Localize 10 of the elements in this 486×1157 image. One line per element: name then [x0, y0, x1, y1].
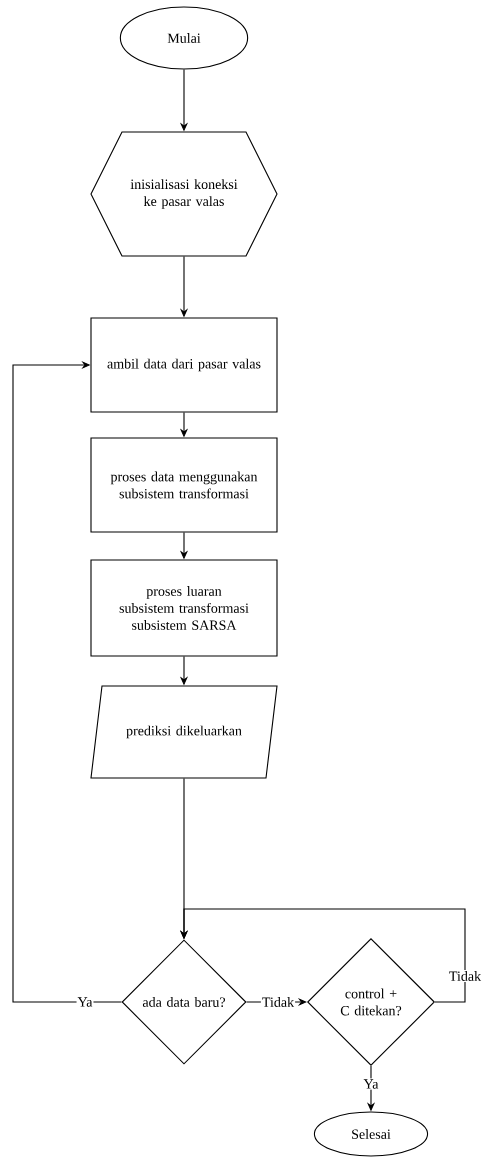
- process-box: proses luaran subsistem transformasi subsistem SARSA: [90, 559, 278, 657]
- edge-label: Ya: [76, 996, 94, 1008]
- process-box: proses data menggunakan subsistem transformasi: [90, 437, 278, 533]
- preparation-hexagon: inisialisasi koneksi ke pasar valas: [90, 131, 278, 257]
- data-parallelogram: prediksi dikeluarkan: [90, 685, 278, 779]
- edge-label: Tidak: [447, 970, 483, 982]
- arrow: [12, 360, 122, 1003]
- process-box: ambil data dari pasar valas: [90, 317, 278, 413]
- edge-label: Ya: [362, 1078, 380, 1090]
- edge-label: Tidak: [260, 996, 296, 1008]
